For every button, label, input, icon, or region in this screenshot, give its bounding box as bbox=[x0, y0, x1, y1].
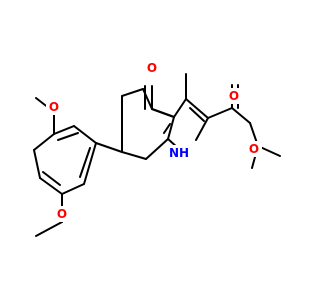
bond bbox=[185, 98, 209, 119]
bond bbox=[173, 98, 187, 118]
label-bg bbox=[246, 141, 262, 157]
bond bbox=[151, 108, 175, 118]
ester-group bbox=[207, 84, 281, 169]
label-bg bbox=[226, 88, 242, 104]
methoxy-top-oxygen-label: O bbox=[49, 100, 59, 114]
bond bbox=[145, 138, 169, 160]
nh-label: NH bbox=[169, 146, 189, 160]
pyrrole-ring bbox=[151, 98, 209, 149]
bond-double bbox=[79, 147, 91, 178]
bond bbox=[167, 116, 175, 140]
bond bbox=[39, 177, 63, 195]
bond bbox=[195, 117, 209, 141]
bond bbox=[231, 107, 251, 124]
ketone-oxygen-label: O bbox=[147, 61, 157, 75]
bond-double bbox=[189, 107, 205, 122]
dimethoxyphenyl-ring bbox=[33, 97, 123, 237]
label-bg bbox=[54, 206, 70, 222]
bond bbox=[121, 151, 147, 160]
bond bbox=[33, 149, 41, 179]
molecule-structure: O O O O O NH bbox=[33, 60, 281, 237]
methoxy-bottom-oxygen-label: O bbox=[57, 207, 67, 221]
carbonyl-oxygen-label: O bbox=[229, 89, 239, 103]
ester-oxygen-label: O bbox=[249, 142, 259, 156]
bond bbox=[121, 88, 144, 97]
bond bbox=[73, 125, 97, 144]
label-bg bbox=[168, 145, 190, 161]
bond bbox=[95, 142, 123, 153]
bond-double bbox=[42, 171, 61, 186]
bond bbox=[207, 107, 233, 119]
bond-double bbox=[57, 132, 79, 141]
bond-double bbox=[163, 123, 171, 134]
bond bbox=[61, 183, 85, 195]
atom-labels: O O O O O NH bbox=[46, 60, 262, 222]
cyclohexanone-ring bbox=[121, 88, 175, 160]
bond bbox=[83, 142, 97, 185]
label-bg bbox=[144, 60, 160, 76]
bond bbox=[53, 125, 75, 135]
ketone-group bbox=[144, 85, 153, 110]
bond bbox=[35, 221, 63, 237]
bond bbox=[33, 133, 55, 151]
label-bg bbox=[46, 99, 62, 115]
